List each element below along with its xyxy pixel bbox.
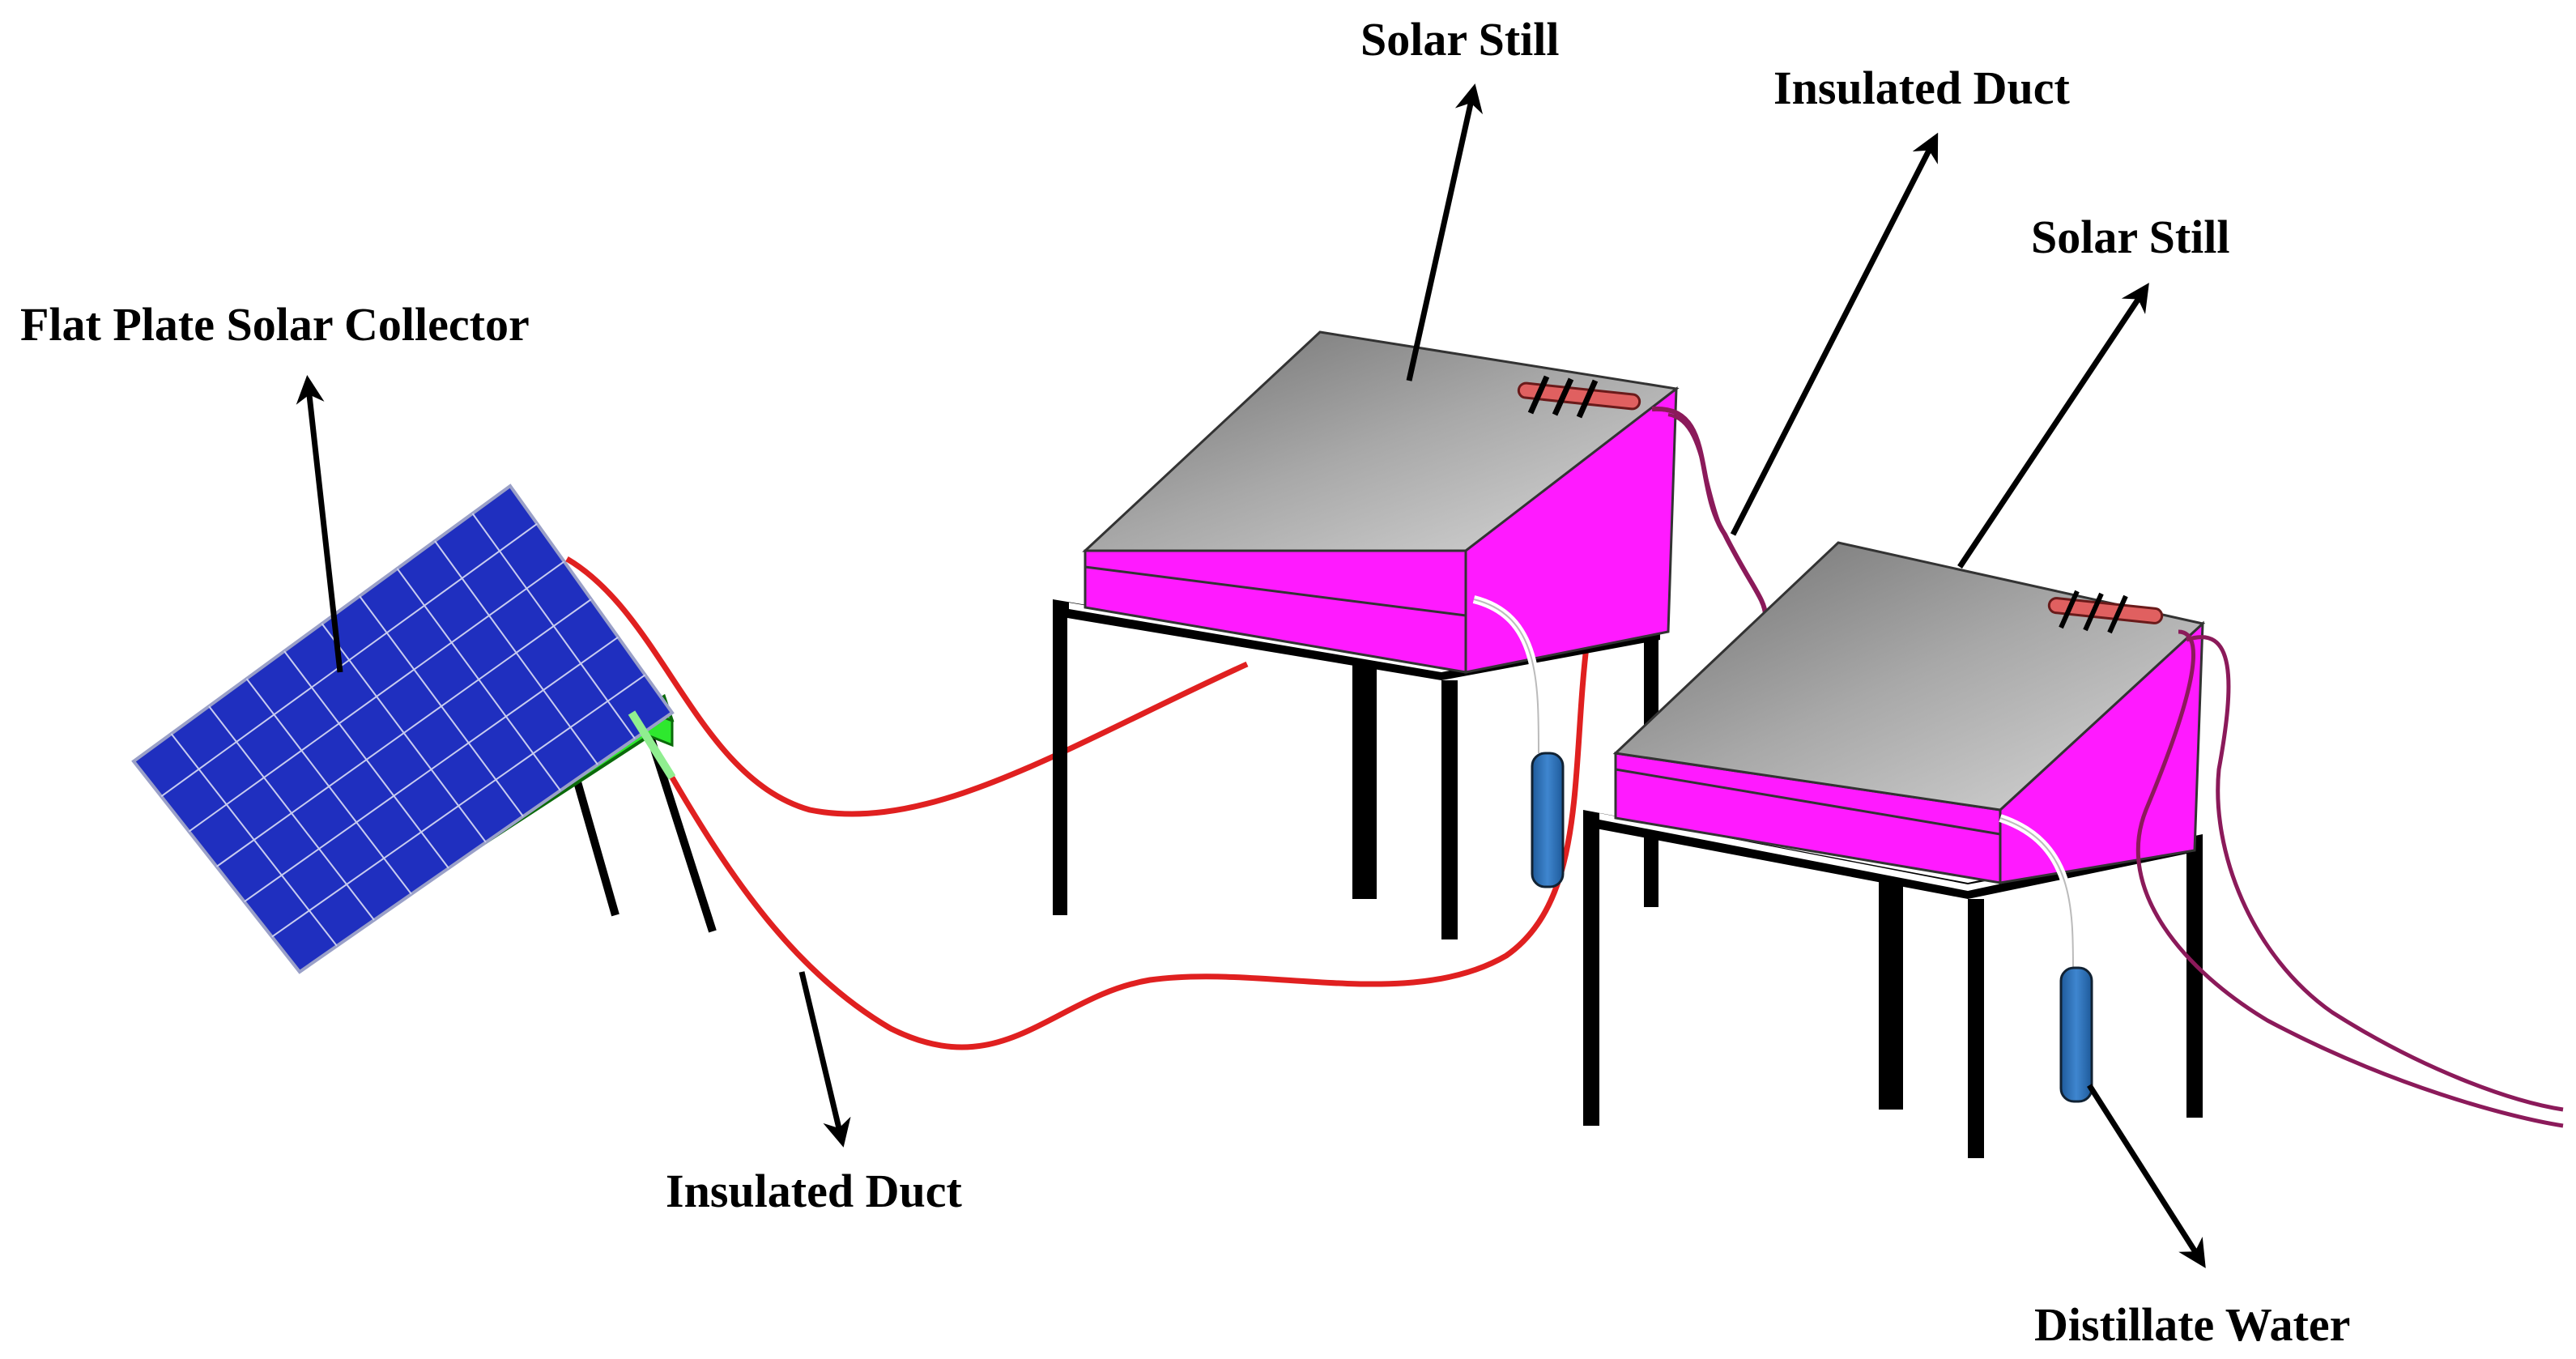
outlet-pipe (2135, 629, 2564, 1128)
label-flat-plate-solar-collector: Flat Plate Solar Collector (20, 298, 530, 351)
still2-leg (1968, 899, 1984, 1158)
label-solar-still-1: Solar Still (1360, 13, 1559, 66)
solar-still-1 (1053, 330, 1680, 939)
collector-outlet (628, 710, 676, 780)
arrow-still-2 (1957, 283, 2149, 569)
collector-cell-line (160, 522, 538, 798)
still1-leg (1352, 664, 1377, 899)
still2-leg (1879, 875, 1903, 1110)
duct-hot-line (565, 556, 1249, 817)
still1-top-pipe (1517, 375, 1641, 419)
arrow-distillate (2087, 1084, 2206, 1268)
label-distillate-water: Distillate Water (2034, 1298, 2350, 1351)
arrow-collector (296, 375, 343, 673)
still2-front-line (1615, 768, 2001, 836)
still1-front-line (1084, 565, 1467, 617)
arrow-duct-top (1730, 132, 1939, 536)
still2-top-pipe (2047, 590, 2164, 634)
arrow-still-1 (1406, 83, 1484, 381)
solar-still-2 (1583, 541, 2206, 1158)
collector-cell-grid (160, 513, 646, 947)
outlet-pipe-2 (2186, 635, 2564, 1112)
still2-distillate-bottle (2059, 966, 2093, 1103)
label-solar-still-2: Solar Still (2031, 211, 2229, 263)
still2-stand (1583, 810, 2203, 899)
still1-front-wall (1084, 549, 1467, 674)
annotation-arrows (296, 83, 2206, 1268)
collector-cell-line (188, 560, 565, 833)
collector-cell-line (215, 599, 592, 867)
arrow-duct-bottom (798, 971, 851, 1148)
collector-panel (131, 484, 675, 974)
connecting-pipe-2 (1667, 413, 1735, 552)
still1-leg (1053, 616, 1067, 915)
collector-cell-line (271, 674, 646, 938)
still1-leg (1441, 680, 1458, 939)
still1-distillate-bottle (1531, 752, 1565, 888)
flat-plate-solar-collector (131, 484, 717, 974)
label-insulated-duct-top: Insulated Duct (1773, 62, 2070, 114)
still2-leg (1583, 826, 1599, 1126)
label-insulated-duct-bottom: Insulated Duct (666, 1165, 962, 1217)
collector-cell-line (244, 636, 619, 903)
still2-leg (2186, 842, 2203, 1118)
